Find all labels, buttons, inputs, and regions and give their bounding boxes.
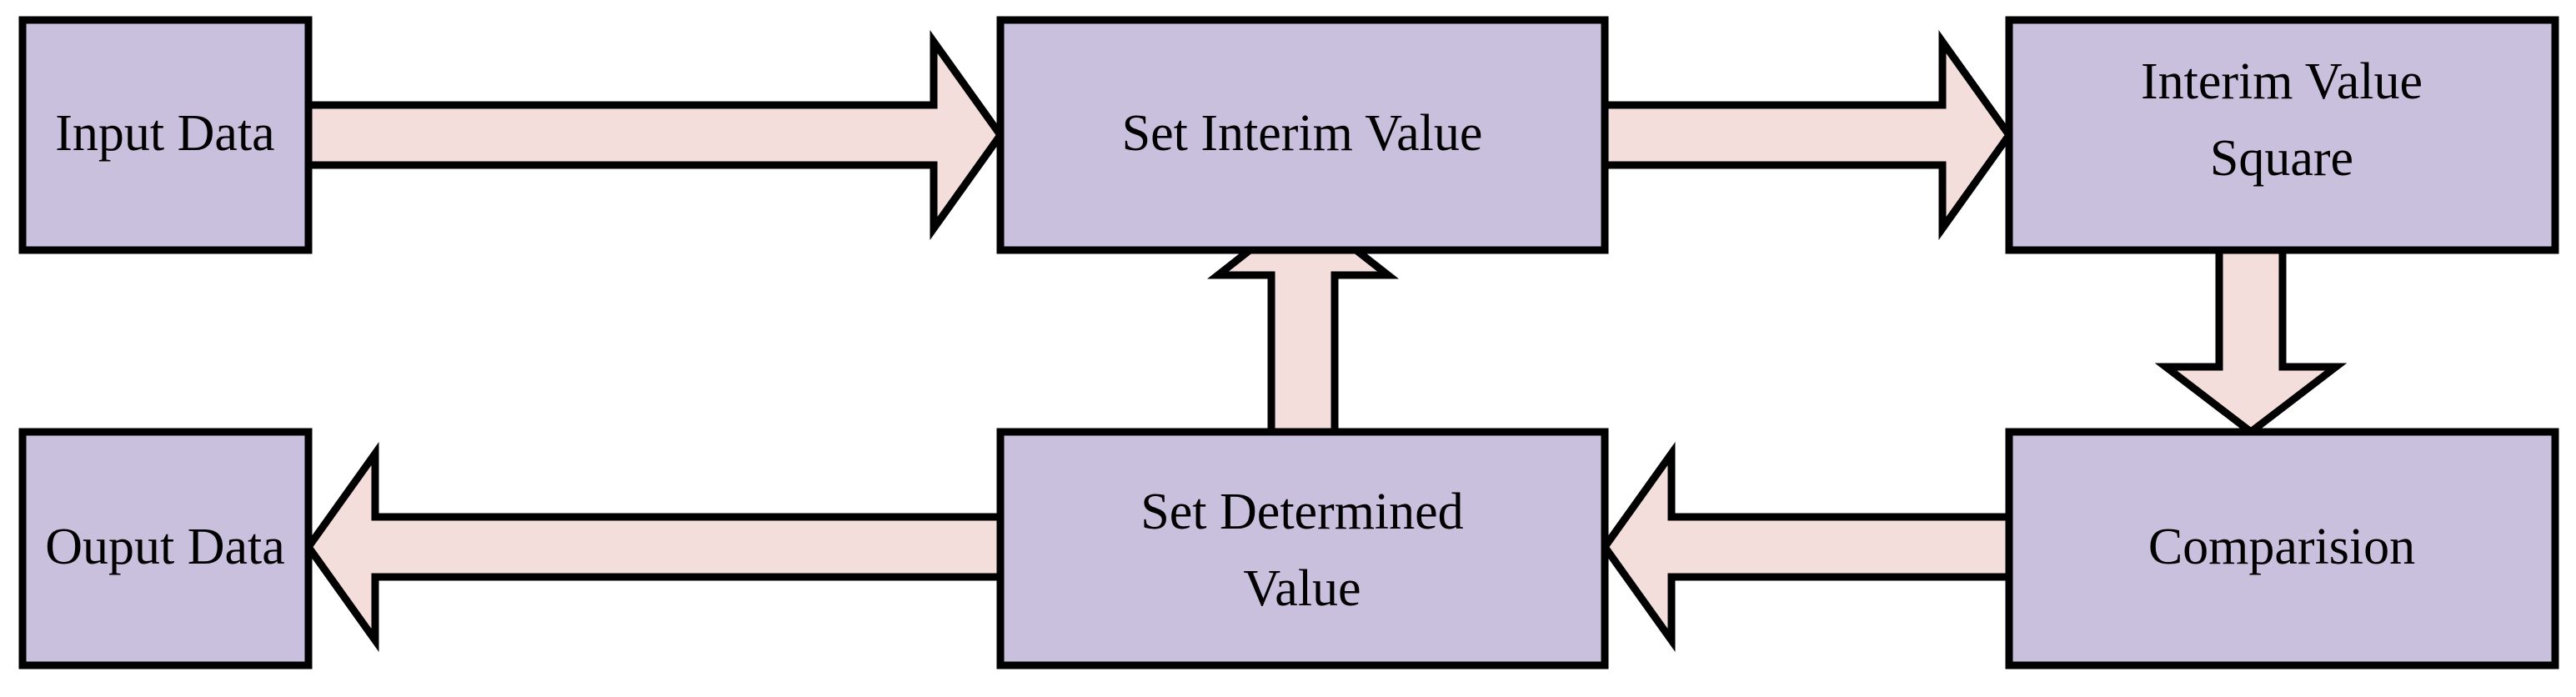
arrow-input-to-set-interim <box>308 29 1005 241</box>
node-comparision[interactable]: Comparision <box>2005 428 2559 669</box>
node-input-data-label: Input Data <box>55 105 274 162</box>
node-set-determined-value-label-line1: Set Determined <box>1140 484 1463 540</box>
node-interim-value-square[interactable]: Interim Value Square <box>2005 16 2559 254</box>
node-set-interim-value-label: Set Interim Value <box>1122 105 1483 162</box>
node-comparision-rect[interactable] <box>2005 428 2559 669</box>
node-comparision-label: Comparision <box>2148 519 2415 575</box>
node-ouput-data[interactable]: Ouput Data <box>18 428 313 669</box>
node-interim-value-square-rect[interactable] <box>2005 16 2559 254</box>
node-ouput-data-label: Ouput Data <box>45 519 285 575</box>
node-interim-value-square-label-line2: Square <box>2210 130 2353 187</box>
arrow-comparision-to-set-determined <box>1600 441 2009 653</box>
arrow-set-interim-to-square <box>1605 29 2014 241</box>
node-set-determined-value-rect[interactable] <box>996 428 1609 669</box>
node-set-determined-value[interactable]: Set Determined Value <box>996 428 1609 669</box>
node-set-interim-value[interactable]: Set Interim Value <box>996 16 1609 254</box>
node-input-data[interactable]: Input Data <box>18 16 313 254</box>
arrow-square-to-comparision <box>2154 250 2348 437</box>
node-interim-value-square-label-line1: Interim Value <box>2141 53 2423 110</box>
node-set-interim-value-rect[interactable] <box>996 16 1609 254</box>
node-set-determined-value-label-line2: Value <box>1243 560 1361 617</box>
node-input-data-rect[interactable] <box>18 16 313 254</box>
arrow-set-determined-to-ouput <box>303 441 1000 653</box>
nodes-layer: Input Data Set Interim Value Interim Val… <box>18 16 2559 669</box>
node-ouput-data-rect[interactable] <box>18 428 313 669</box>
